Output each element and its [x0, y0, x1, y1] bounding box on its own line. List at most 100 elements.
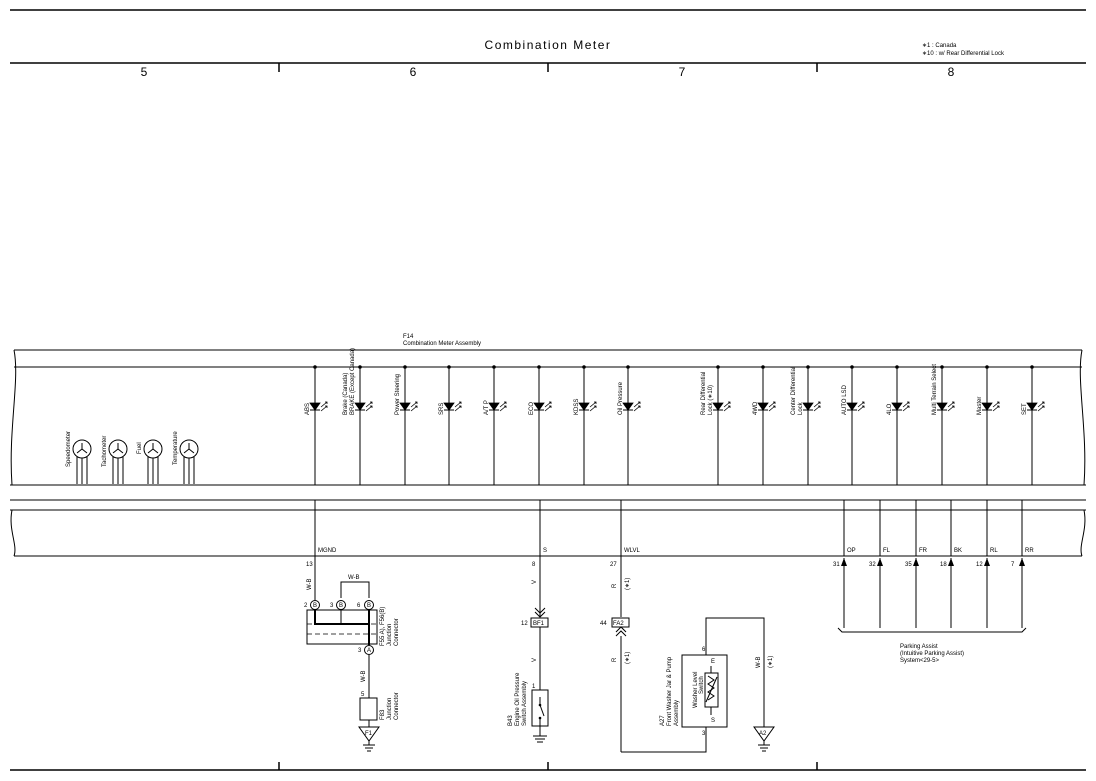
fa2-pin: 44	[600, 621, 607, 627]
washer-part-label-3: Assembly	[674, 700, 680, 726]
f83-pin: 5	[361, 692, 365, 698]
svg-text:B: B	[367, 603, 371, 609]
indicator-label-9-1: Rear Differential	[701, 372, 707, 415]
ground-a2-label: A2	[759, 731, 767, 737]
parking-pin-num-4: 18	[940, 562, 947, 568]
wire-note-r2: (∗1)	[625, 652, 631, 664]
assembly-code: F14	[403, 334, 414, 340]
indicator-label-15-1: Master	[977, 397, 983, 415]
indicator-13: 4LO	[887, 365, 910, 485]
indicator-3: Power Steering	[395, 365, 418, 485]
meter-assembly-box	[10, 349, 1086, 557]
gauge-label-speedometer: Speedometer	[66, 431, 72, 467]
indicator-label-6-1: ECO	[529, 402, 535, 415]
indicator-label-12-1: AUTO LSD	[842, 384, 848, 415]
parking-assist-bracket	[837, 627, 1027, 633]
svg-text:S: S	[711, 718, 715, 724]
wire-color-r2: R	[612, 657, 618, 662]
parking-pin-op: OP 31	[833, 548, 856, 628]
indicator-label-4-1: SRS	[439, 403, 445, 415]
indicator-6: ECO	[529, 365, 552, 485]
assembly-name: Combination Meter Assembly	[403, 341, 481, 347]
svg-text:B: B	[313, 603, 317, 609]
junction-connector-label-2: Junction	[387, 624, 393, 646]
indicator-label-11-2: Lock	[798, 401, 804, 415]
indicator-label-8-1: Oil Pressure	[618, 381, 624, 415]
note-1: ∗1 : Canada	[922, 43, 957, 49]
wire-color-wb-left: W-B	[307, 578, 313, 590]
pin-num-2: 2	[304, 603, 308, 609]
gauge-label-fuel: Fuel	[137, 442, 143, 454]
parking-pin-name-3: FR	[919, 548, 928, 554]
indicator-10: 4WD	[753, 365, 776, 485]
parking-assist-label-2: (Intuitive Parking Assist)	[900, 651, 964, 657]
f83-junction-connector	[359, 697, 378, 721]
oil-switch-label-1: B43	[508, 715, 514, 726]
wire-color-r: R	[612, 583, 618, 588]
indicator-label-2-2: BRAKE (Except Canada)	[350, 348, 356, 415]
indicator-label-9-2: Lock (∗10)	[708, 385, 714, 415]
washer-jar-assembly	[681, 654, 728, 728]
f83-label-2: Junction	[387, 698, 393, 720]
gauge-label-tachometer: Tachometer	[102, 436, 108, 467]
column-number-8: 8	[948, 65, 955, 79]
gauge-speedometer: Speedometer	[66, 431, 92, 484]
indicator-8: Oil Pressure	[618, 365, 641, 485]
indicator-label-16-1: SET	[1022, 403, 1028, 415]
bf1-pin: 12	[521, 621, 528, 627]
pin-num-a3: 3	[358, 648, 362, 654]
indicator-label-7-1: KDSS	[574, 399, 580, 415]
oil-switch-pin: 1	[532, 684, 536, 690]
washer-switch-label-1: Washer Level	[693, 672, 699, 708]
svg-text:B: B	[339, 603, 343, 609]
parking-pin-name-1: OP	[847, 548, 856, 554]
svg-text:FA2: FA2	[613, 621, 624, 627]
indicator-12: AUTO LSD	[842, 365, 865, 485]
gauge-temperature: Temperature	[173, 431, 199, 484]
wire-color-wb-mid: W-B	[361, 670, 367, 682]
svg-text:A: A	[367, 648, 371, 654]
washer-level-circuit: R (∗1) FA2 44 R (∗1) 3 6 W-B (∗1) E S Wa…	[600, 556, 775, 753]
parking-pin-name-6: RR	[1025, 548, 1034, 554]
indicator-4: SRS	[439, 365, 462, 485]
pin-num-3: 3	[330, 603, 334, 609]
wire-note-r: (∗1)	[625, 578, 631, 590]
bottom-dividers	[278, 762, 818, 770]
wire-color-v2: V	[532, 658, 538, 662]
diagram-title: Combination Meter	[485, 38, 612, 52]
junction-connector-label-3: Connector	[394, 618, 400, 646]
indicator-14: Multi Terrain Select	[932, 364, 955, 485]
parking-pin-num-5: 12	[976, 562, 983, 568]
parking-pin-num-6: 7	[1011, 562, 1015, 568]
indicator-16: SET	[1022, 365, 1045, 485]
indicator-15: Master	[977, 365, 1000, 485]
indicator-1: ABS	[305, 365, 328, 485]
junction-connector-label-1: F55 A), F56(B)	[380, 607, 386, 646]
indicator-label-5-1: A/T P	[484, 400, 490, 415]
terminal-pin-s: 8	[532, 562, 536, 568]
svg-text:BF1: BF1	[533, 621, 545, 627]
indicator-label-13-1: 4LO	[887, 403, 893, 415]
wire-color-wb3: W-B	[756, 656, 762, 668]
junction-connector-box	[306, 609, 378, 645]
ground-circuit: W-B W-B B B B 2 3 6 F55 A), F56(B) Junct…	[304, 556, 400, 752]
washer-switch-label-2: Switch	[699, 676, 705, 694]
ground-a2-symbol	[753, 726, 775, 742]
gauge-fuel: Fuel	[137, 439, 163, 484]
washer-part-label-1: A27	[660, 715, 666, 726]
washer-part-label-2: Front Washer Jar & Pump	[667, 656, 673, 726]
indicator-5: A/T P	[484, 365, 507, 485]
parking-pin-num-1: 31	[833, 562, 840, 568]
indicator-7: KDSS	[574, 365, 597, 485]
ground-f1-symbol	[358, 726, 380, 742]
ground-f1-label: F1	[365, 731, 373, 737]
washer-pin-3: 3	[702, 731, 706, 737]
parking-pin-num-2: 32	[869, 562, 876, 568]
